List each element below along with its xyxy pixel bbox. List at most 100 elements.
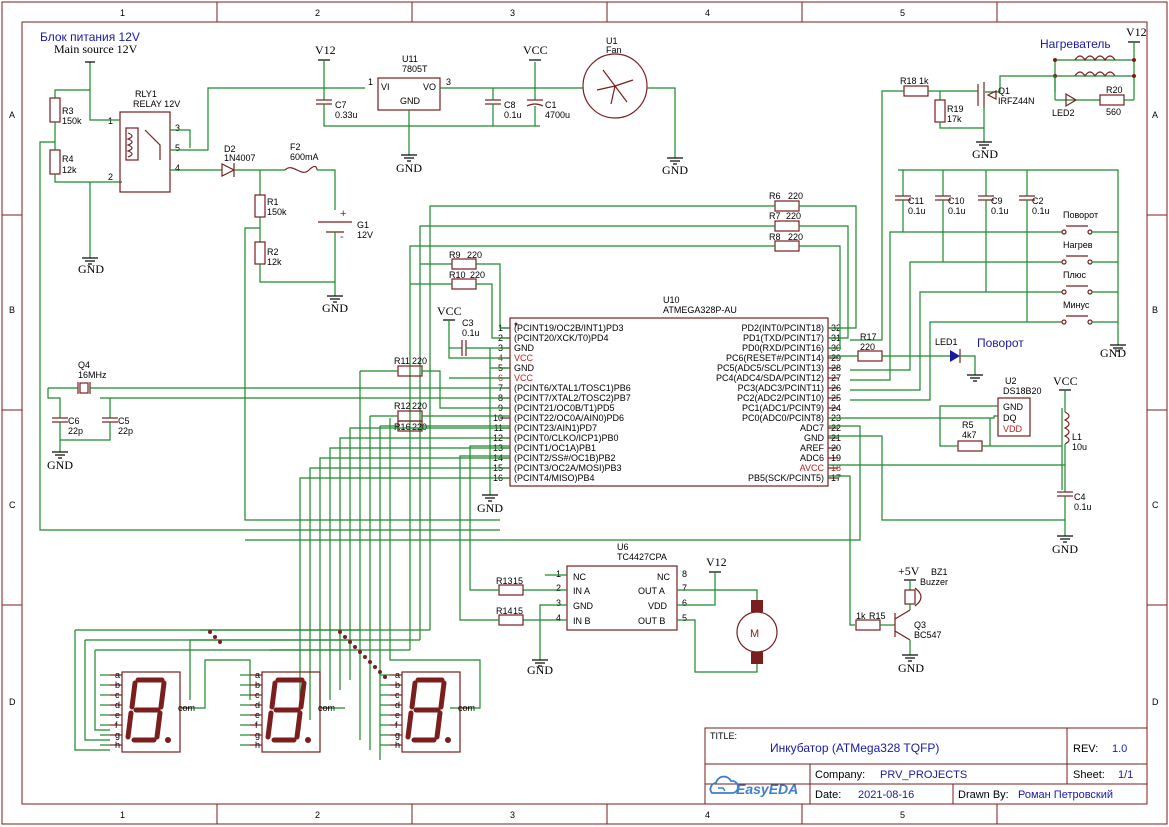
segment-pin-label: c xyxy=(395,690,400,700)
u10-pin-name: (PCINT6/XTAL1/TOSC1)PB6 xyxy=(514,383,631,393)
col-label: 5 xyxy=(900,8,905,18)
g1-ref: G1 xyxy=(357,220,369,230)
u2-dq: DQ xyxy=(1003,413,1017,423)
c7-value: 0.33u xyxy=(335,110,358,120)
col-label: 3 xyxy=(510,8,515,18)
u10-pin-name: (PCINT20/XCK/T0)PD4 xyxy=(514,333,609,343)
r3-value: 150k xyxy=(62,116,82,126)
svg-text:-: - xyxy=(340,231,344,243)
easyeda-logo-icon xyxy=(709,775,739,794)
u10-pin-name: (PCINT21/OC0B/T1)PD5 xyxy=(514,403,615,413)
u1-ref: U1 xyxy=(606,36,618,46)
resistor-r9 xyxy=(451,258,477,270)
u10-pin-name: ADC6 xyxy=(800,453,824,463)
u10-pin-number: 20 xyxy=(831,443,841,453)
resistor-r15 xyxy=(855,619,881,631)
resistor-r7 xyxy=(774,220,800,232)
svg-text:+: + xyxy=(340,208,346,220)
row-label: C xyxy=(1152,500,1159,510)
c8-value: 0.1u xyxy=(504,110,522,120)
r6-value: 220 xyxy=(788,191,803,201)
mcu-u10: U10 ATMEGA328P-AU 1(PCINT19/OC2B/INT1)PD… xyxy=(47,191,1092,650)
vcc-label: VCC xyxy=(523,43,548,57)
u10-pin-name: GND xyxy=(514,343,535,353)
u11-gnd: GND xyxy=(400,96,421,106)
u10-pin-number: 17 xyxy=(831,473,841,483)
r6-ref: R6 xyxy=(769,191,781,201)
d2-value: 1N4007 xyxy=(224,153,256,163)
col-label: 4 xyxy=(705,810,710,820)
bz1-ref: BZ1 xyxy=(931,567,948,577)
rly-value: RELAY 12V xyxy=(133,99,180,109)
u10-pin-name: PC5(ADC5/SCL/PCINT13) xyxy=(717,363,824,373)
c6-value: 22p xyxy=(68,426,83,436)
resistor-r6 xyxy=(774,200,800,212)
c8-ref: C8 xyxy=(504,100,516,110)
svg-text:2: 2 xyxy=(556,583,561,593)
u10-pin-name: GND xyxy=(514,363,535,373)
u10-pin-name: VCC xyxy=(514,373,534,383)
u6-outa: OUT A xyxy=(638,586,665,596)
rev-value: 1.0 xyxy=(1112,743,1127,755)
u10-pin-number: 18 xyxy=(831,463,841,473)
r2-value: 12k xyxy=(267,257,282,267)
col-label: 3 xyxy=(510,810,515,820)
u10-pin-number: 27 xyxy=(831,373,841,383)
resistor-r1 xyxy=(254,194,266,218)
c7-ref: C7 xyxy=(335,100,347,110)
c10-ref: C10 xyxy=(948,196,965,206)
segment-pin-label: b xyxy=(115,680,120,690)
segment-pin-label: g xyxy=(395,730,400,740)
u6-ref: U6 xyxy=(617,542,629,552)
psu-subtitle: Main source 12V xyxy=(54,42,138,56)
segment-pin-label: b xyxy=(255,680,260,690)
segment-pin-label: d xyxy=(255,700,260,710)
col-label: 2 xyxy=(315,8,320,18)
u6-gnd: GND xyxy=(573,601,594,611)
svg-text:3: 3 xyxy=(446,77,451,87)
sensor-u2 xyxy=(997,397,1031,437)
segment-pin-label: e xyxy=(255,710,260,720)
segment-pin-label: f xyxy=(115,720,118,730)
date-value: 2021-08-16 xyxy=(858,789,914,801)
u6-ina: IN A xyxy=(573,586,590,596)
r20-value: 560 xyxy=(1106,107,1121,117)
u10-pin-number: 26 xyxy=(831,383,841,393)
gnd-label: GND xyxy=(396,161,422,175)
u10-pin-name: ADC7 xyxy=(800,423,824,433)
led1-label: Поворот xyxy=(977,336,1024,350)
resistor-r3 xyxy=(49,97,61,123)
u10-pin-name: (PCINT19/OC2B/INT1)PD3 xyxy=(514,323,624,333)
gnd-label: GND xyxy=(47,458,73,472)
c1-ref: C1 xyxy=(545,100,557,110)
r18-ref: R18 xyxy=(900,76,917,86)
heater-section: Нагреватель V12 LED2 R20 560 Q1 IRFZ44N … xyxy=(850,25,1147,341)
r17-ref: R17 xyxy=(860,332,877,342)
segment-pin-label: d xyxy=(395,700,400,710)
resistor-r5 xyxy=(957,440,983,452)
u10-pin-name: PD0(RXD/PCINT16) xyxy=(742,343,824,353)
company-value: PRV_PROJECTS xyxy=(880,769,967,781)
c4-value: 0.1u xyxy=(1074,502,1092,512)
vcc-label: VCC xyxy=(437,304,462,318)
c2-value: 0.1u xyxy=(1032,206,1050,216)
q3-value: BC547 xyxy=(914,630,942,640)
r9-value: 220 xyxy=(467,250,482,260)
v12-label: V12 xyxy=(315,43,336,57)
u2-vdd: VDD xyxy=(1003,424,1023,434)
r10-ref: R10 xyxy=(449,270,466,280)
u10-right-pins: 32PD2(INT0/PCINT18)31PD1(TXD/PCINT17)30P… xyxy=(716,323,841,483)
u10-pin-name: (PCINT0/CLKO/ICP1)PB0 xyxy=(514,433,619,443)
u10-pin-number: 25 xyxy=(831,393,841,403)
u10-value: ATMEGA328P-AU xyxy=(663,305,737,315)
gnd-label: GND xyxy=(477,501,503,515)
title-value: Инкубатор (ATMega328 TQFP) xyxy=(770,741,939,755)
u10-pin-name: PB5(SCK/PCINT5) xyxy=(748,473,824,483)
drawn-label: Drawn By: xyxy=(958,789,1009,801)
sheet-label: Sheet: xyxy=(1073,769,1105,781)
svg-text:8: 8 xyxy=(682,569,687,579)
svg-text:3: 3 xyxy=(175,123,180,133)
heater-coil-1 xyxy=(1074,55,1116,62)
r15-ref: R15 xyxy=(869,611,886,621)
